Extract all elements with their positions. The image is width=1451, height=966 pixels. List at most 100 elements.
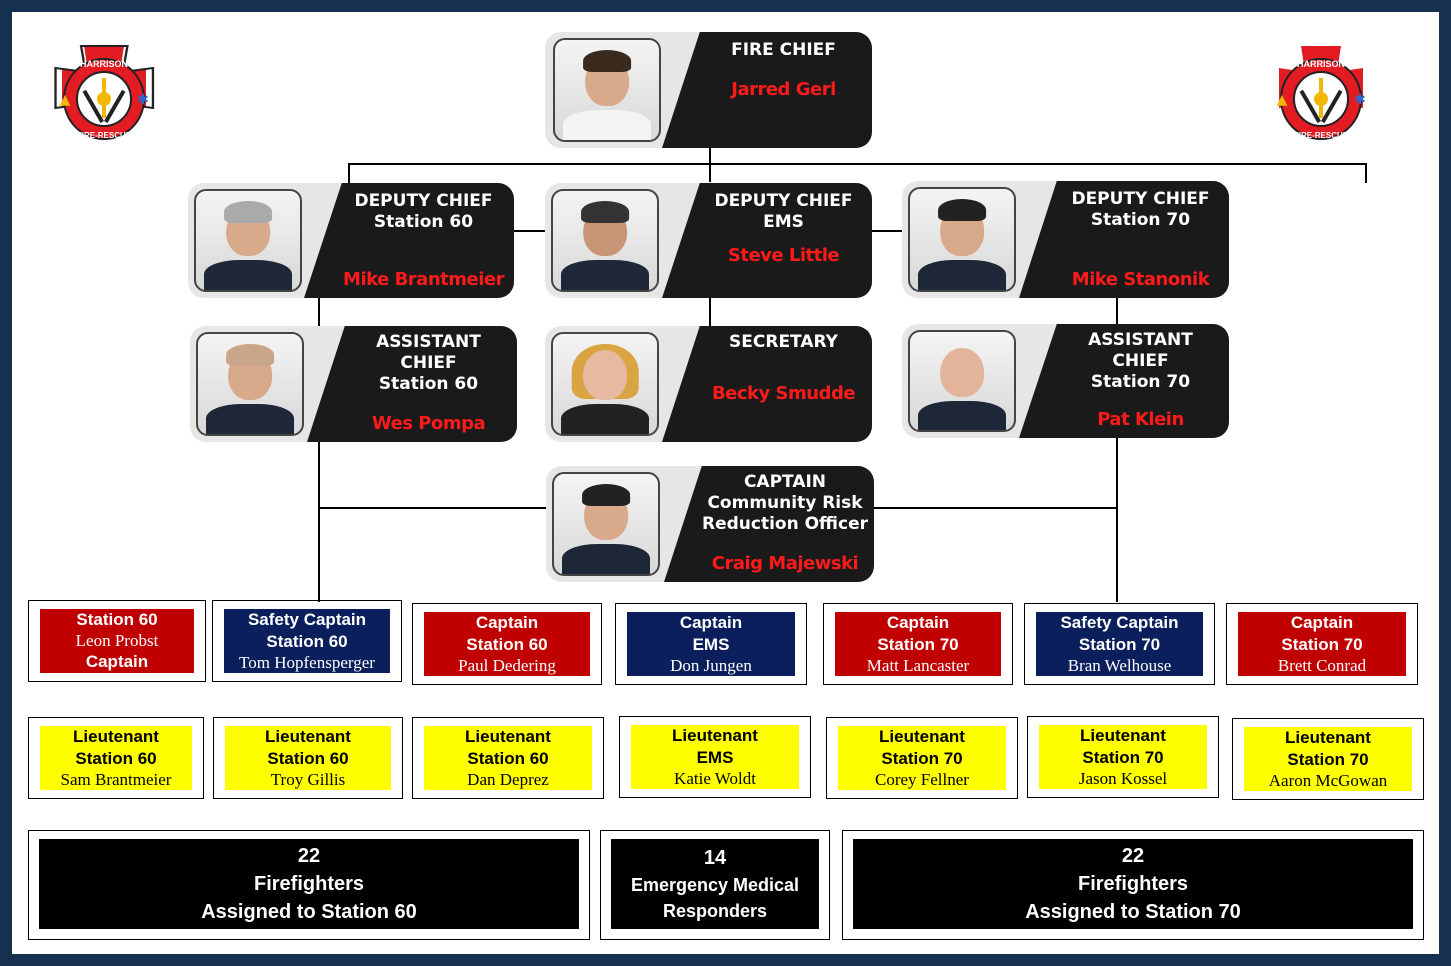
assistant-chief-70-photo [908,330,1016,432]
captain-name: Bran Welhouse [1067,656,1172,675]
connector [709,298,711,326]
captain-crro-title: CAPTAIN [743,472,827,492]
captain-crro-role2: Reduction Officer [701,514,869,534]
assistant-chief-70-name: Pat Klein [1097,409,1184,430]
assistant-chief-60-name: Wes Pompa [371,413,486,434]
captain-name: Don Jungen [670,656,752,675]
emr-label: Emergency Medical [630,875,800,895]
captain-name: Matt Lancaster [866,656,970,675]
assistant-chief-60-card: ASSISTANT CHIEF Station 60 Wes Pompa [190,326,517,442]
lieutenant-station: Station 70 [881,749,963,768]
assistant-chief-60-photo [196,332,304,436]
secretary-photo [551,332,659,436]
connector [1116,298,1118,324]
logo-text-top: HARRISON [1297,59,1345,69]
lieutenant-role: Lieutenant [73,727,159,746]
secretary-name: Becky Smudde [711,383,856,404]
deputy-chief-ems-title: DEPUTY CHIEF [714,191,853,211]
logo-text-top: HARRISON [80,59,128,69]
firefighters-60-count: 22 [297,845,321,867]
lieutenant-station: Station 70 [1287,750,1369,769]
captain-unit: EMS [692,635,730,654]
captain-role: Safety Captain [1060,613,1179,632]
captain-name: Leon Probst [75,631,159,650]
assistant-chief-60-title2: CHIEF [400,353,457,373]
svg-text:▲: ▲ [1277,92,1288,108]
firefighters-70-assignment: Assigned to Station 70 [1025,901,1241,923]
deputy-chief-ems-unit: EMS [763,212,804,232]
lieutenant-name: Troy Gillis [270,770,346,789]
deputy-chief-70-station: Station 70 [1090,210,1191,230]
svg-text:✱: ✱ [137,92,149,108]
connector [1365,163,1367,183]
assistant-chief-70-station: Station 70 [1090,372,1191,392]
svg-text:✱: ✱ [1354,92,1366,108]
firefighters-70-count: 22 [1121,845,1145,867]
deputy-chief-ems-name: Steve Little [727,245,840,266]
deputy-chief-ems-photo [551,189,659,292]
assistant-chief-70-title2: CHIEF [1112,351,1169,371]
lieutenant-station: Station 60 [467,749,549,768]
lieutenant-name: Dan Deprez [467,770,549,789]
emr-count: 14 [703,847,727,869]
fire-rescue-logo-left: HARRISON FIRE-RESCUE ✱ ▲ [54,45,155,140]
lieutenant-role: Lieutenant [265,727,351,746]
connector [870,230,904,232]
captain-station: Station 60 [266,632,348,651]
captain-crro-name: Craig Majewski [711,553,859,574]
captain-station: Station 70 [877,635,959,654]
emr-label2: Responders [662,901,768,921]
captain-role: Captain [475,613,539,632]
assistant-chief-60-title: ASSISTANT [376,332,481,352]
lieutenant-station: Station 60 [75,749,157,768]
secretary-title: SECRETARY [729,332,838,352]
captain-role: Captain [679,613,743,632]
captain-station: Station 60 [76,610,158,629]
assistant-chief-60-station: Station 60 [378,374,479,394]
assistant-chief-70-card: ASSISTANT CHIEF Station 70 Pat Klein [902,324,1229,438]
fire-chief-title: FIRE CHIEF [731,40,836,60]
firefighters-60-label: Firefighters [253,873,365,895]
deputy-chief-60-title: DEPUTY CHIEF [354,191,493,211]
lieutenant-unit: EMS [696,748,734,767]
deputy-chief-70-title: DEPUTY CHIEF [1071,189,1210,209]
connector [512,230,548,232]
captain-crro-role1: Community Risk [707,493,863,513]
deputy-chief-70-name: Mike Stanonik [1071,269,1210,290]
lieutenant-role: Lieutenant [672,726,758,745]
lieutenant-name: Aaron McGowan [1268,771,1388,790]
firefighters-60-assignment: Assigned to Station 60 [201,901,417,923]
deputy-chief-70-photo [908,187,1016,292]
captain-name: Tom Hopfensperger [239,653,375,672]
logo-text-bottom: FIRE-RESCUE [1294,131,1349,140]
fire-rescue-logo-right: HARRISON FIRE-RESCUE ✱ ▲ [1277,46,1366,140]
connector [318,442,320,602]
svg-text:▲: ▲ [60,92,71,108]
deputy-chief-60-photo [194,189,302,292]
lieutenant-role: Lieutenant [879,727,965,746]
captain-station: Station 60 [466,635,548,654]
assistant-chief-70-title: ASSISTANT [1088,330,1193,350]
lieutenant-role: Lieutenant [465,727,551,746]
lieutenant-name: Jason Kossel [1078,769,1168,788]
captain-role: Safety Captain [247,610,367,629]
connector [348,163,350,183]
captain-station: Station 70 [1281,635,1363,654]
connector [1116,438,1118,602]
deputy-chief-70-card: DEPUTY CHIEF Station 70 Mike Stanonik [902,181,1229,298]
captain-crro-card: CAPTAIN Community Risk Reduction Officer… [546,466,874,582]
fire-chief-name: Jarred Gerl [731,79,836,100]
